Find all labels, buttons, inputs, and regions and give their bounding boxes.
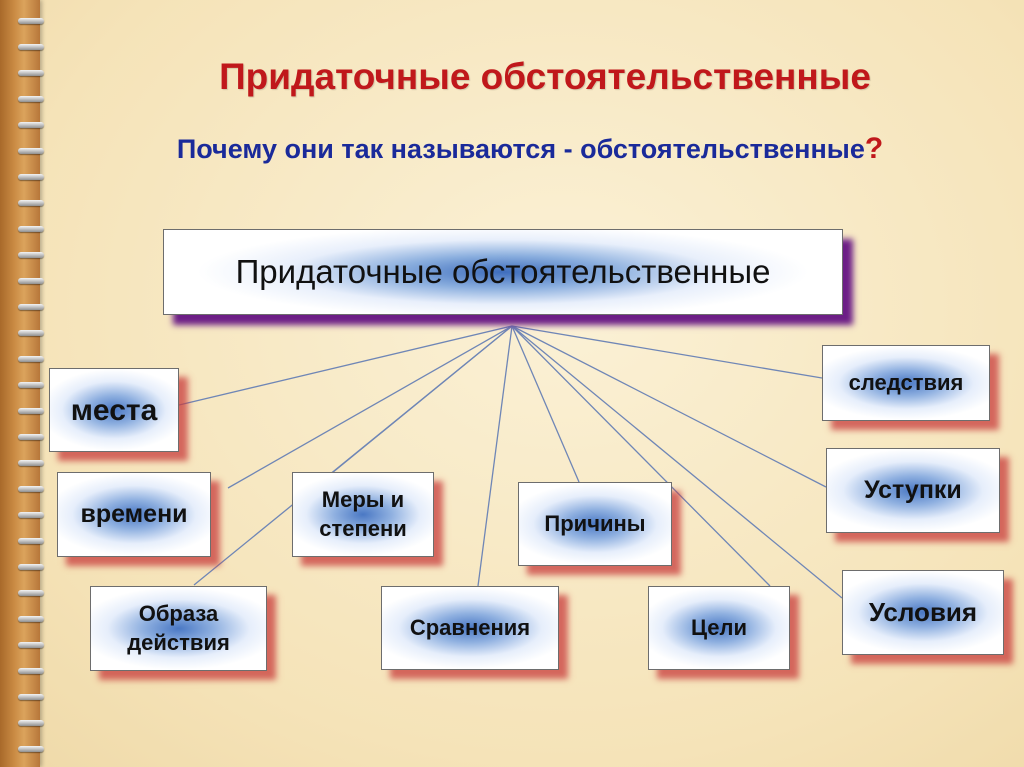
- binding-ring: [18, 70, 44, 76]
- connector-tseli: [511, 325, 771, 587]
- binding-ring: [18, 174, 44, 180]
- binding-ring: [18, 122, 44, 128]
- node-label: Причины: [544, 510, 646, 536]
- node-mery-i-stepeni: Меры и степени: [292, 472, 434, 557]
- binding-ring: [18, 512, 44, 518]
- binding-ring: [18, 538, 44, 544]
- connector-mesta: [178, 325, 513, 406]
- node-obraza-deystviya: Образа действия: [90, 586, 267, 671]
- binding-ring: [18, 746, 44, 752]
- node-label-line1: Меры и: [321, 486, 405, 512]
- binding-ring: [18, 148, 44, 154]
- connector-prichiny: [511, 325, 580, 483]
- node-tseli: Цели: [648, 586, 790, 670]
- binding-ring: [18, 408, 44, 414]
- binding-ring: [18, 304, 44, 310]
- binding-ring: [18, 564, 44, 570]
- node-sravneniya: Сравнения: [381, 586, 559, 670]
- connector-sravneniya: [477, 325, 513, 587]
- binding-ring: [18, 616, 44, 622]
- node-label: Уступки: [864, 476, 962, 505]
- binding-ring: [18, 642, 44, 648]
- node-label-line2: действия: [127, 629, 230, 655]
- binding-ring: [18, 694, 44, 700]
- binding-ring: [18, 252, 44, 258]
- binding-ring: [18, 226, 44, 232]
- node-label-line1: Образа: [138, 600, 219, 626]
- node-usloviya: Условия: [842, 570, 1004, 655]
- binding-ring: [18, 486, 44, 492]
- connector-obraza: [193, 325, 513, 586]
- root-node-label: Придаточные обстоятельственные: [235, 252, 771, 290]
- node-label: Сравнения: [409, 614, 531, 640]
- node-ustupki: Уступки: [826, 448, 1000, 533]
- binding-ring: [18, 200, 44, 206]
- node-prichiny: Причины: [518, 482, 672, 566]
- question-mark: ?: [864, 132, 884, 165]
- binding-ring: [18, 720, 44, 726]
- node-label-line2: степени: [319, 515, 407, 541]
- binding-ring: [18, 18, 44, 24]
- binding-ring: [18, 44, 44, 50]
- slide-title: Придаточные обстоятельственные: [219, 56, 871, 97]
- node-label: места: [70, 393, 158, 427]
- binding-ring: [18, 356, 44, 362]
- binding-ring: [18, 460, 44, 466]
- notebook-binding: [0, 0, 44, 767]
- binding-ring: [18, 96, 44, 102]
- node-label: Условия: [868, 596, 978, 627]
- node-label: следствия: [848, 369, 964, 395]
- binding-ring: [18, 590, 44, 596]
- slide-subtitle: Почему они так называются - обстоятельст…: [0, 132, 1024, 166]
- root-node: Придаточные обстоятельственные: [163, 229, 843, 315]
- node-vremeni: времени: [57, 472, 211, 557]
- node-label: Цели: [690, 614, 748, 640]
- connector-ustupki: [511, 325, 827, 488]
- binding-ring: [18, 668, 44, 674]
- node-sledstviya: следствия: [822, 345, 990, 421]
- binding-ring: [18, 330, 44, 336]
- connector-vremeni: [227, 325, 513, 489]
- binding-ring: [18, 382, 44, 388]
- connector-sledstviya: [511, 325, 823, 379]
- connector-usloviya: [511, 325, 843, 599]
- binding-ring: [18, 434, 44, 440]
- binding-ring: [18, 278, 44, 284]
- node-mesta: места: [49, 368, 179, 452]
- subtitle-text: Почему они так называются - обстоятельст…: [176, 134, 865, 164]
- node-label: времени: [80, 500, 188, 529]
